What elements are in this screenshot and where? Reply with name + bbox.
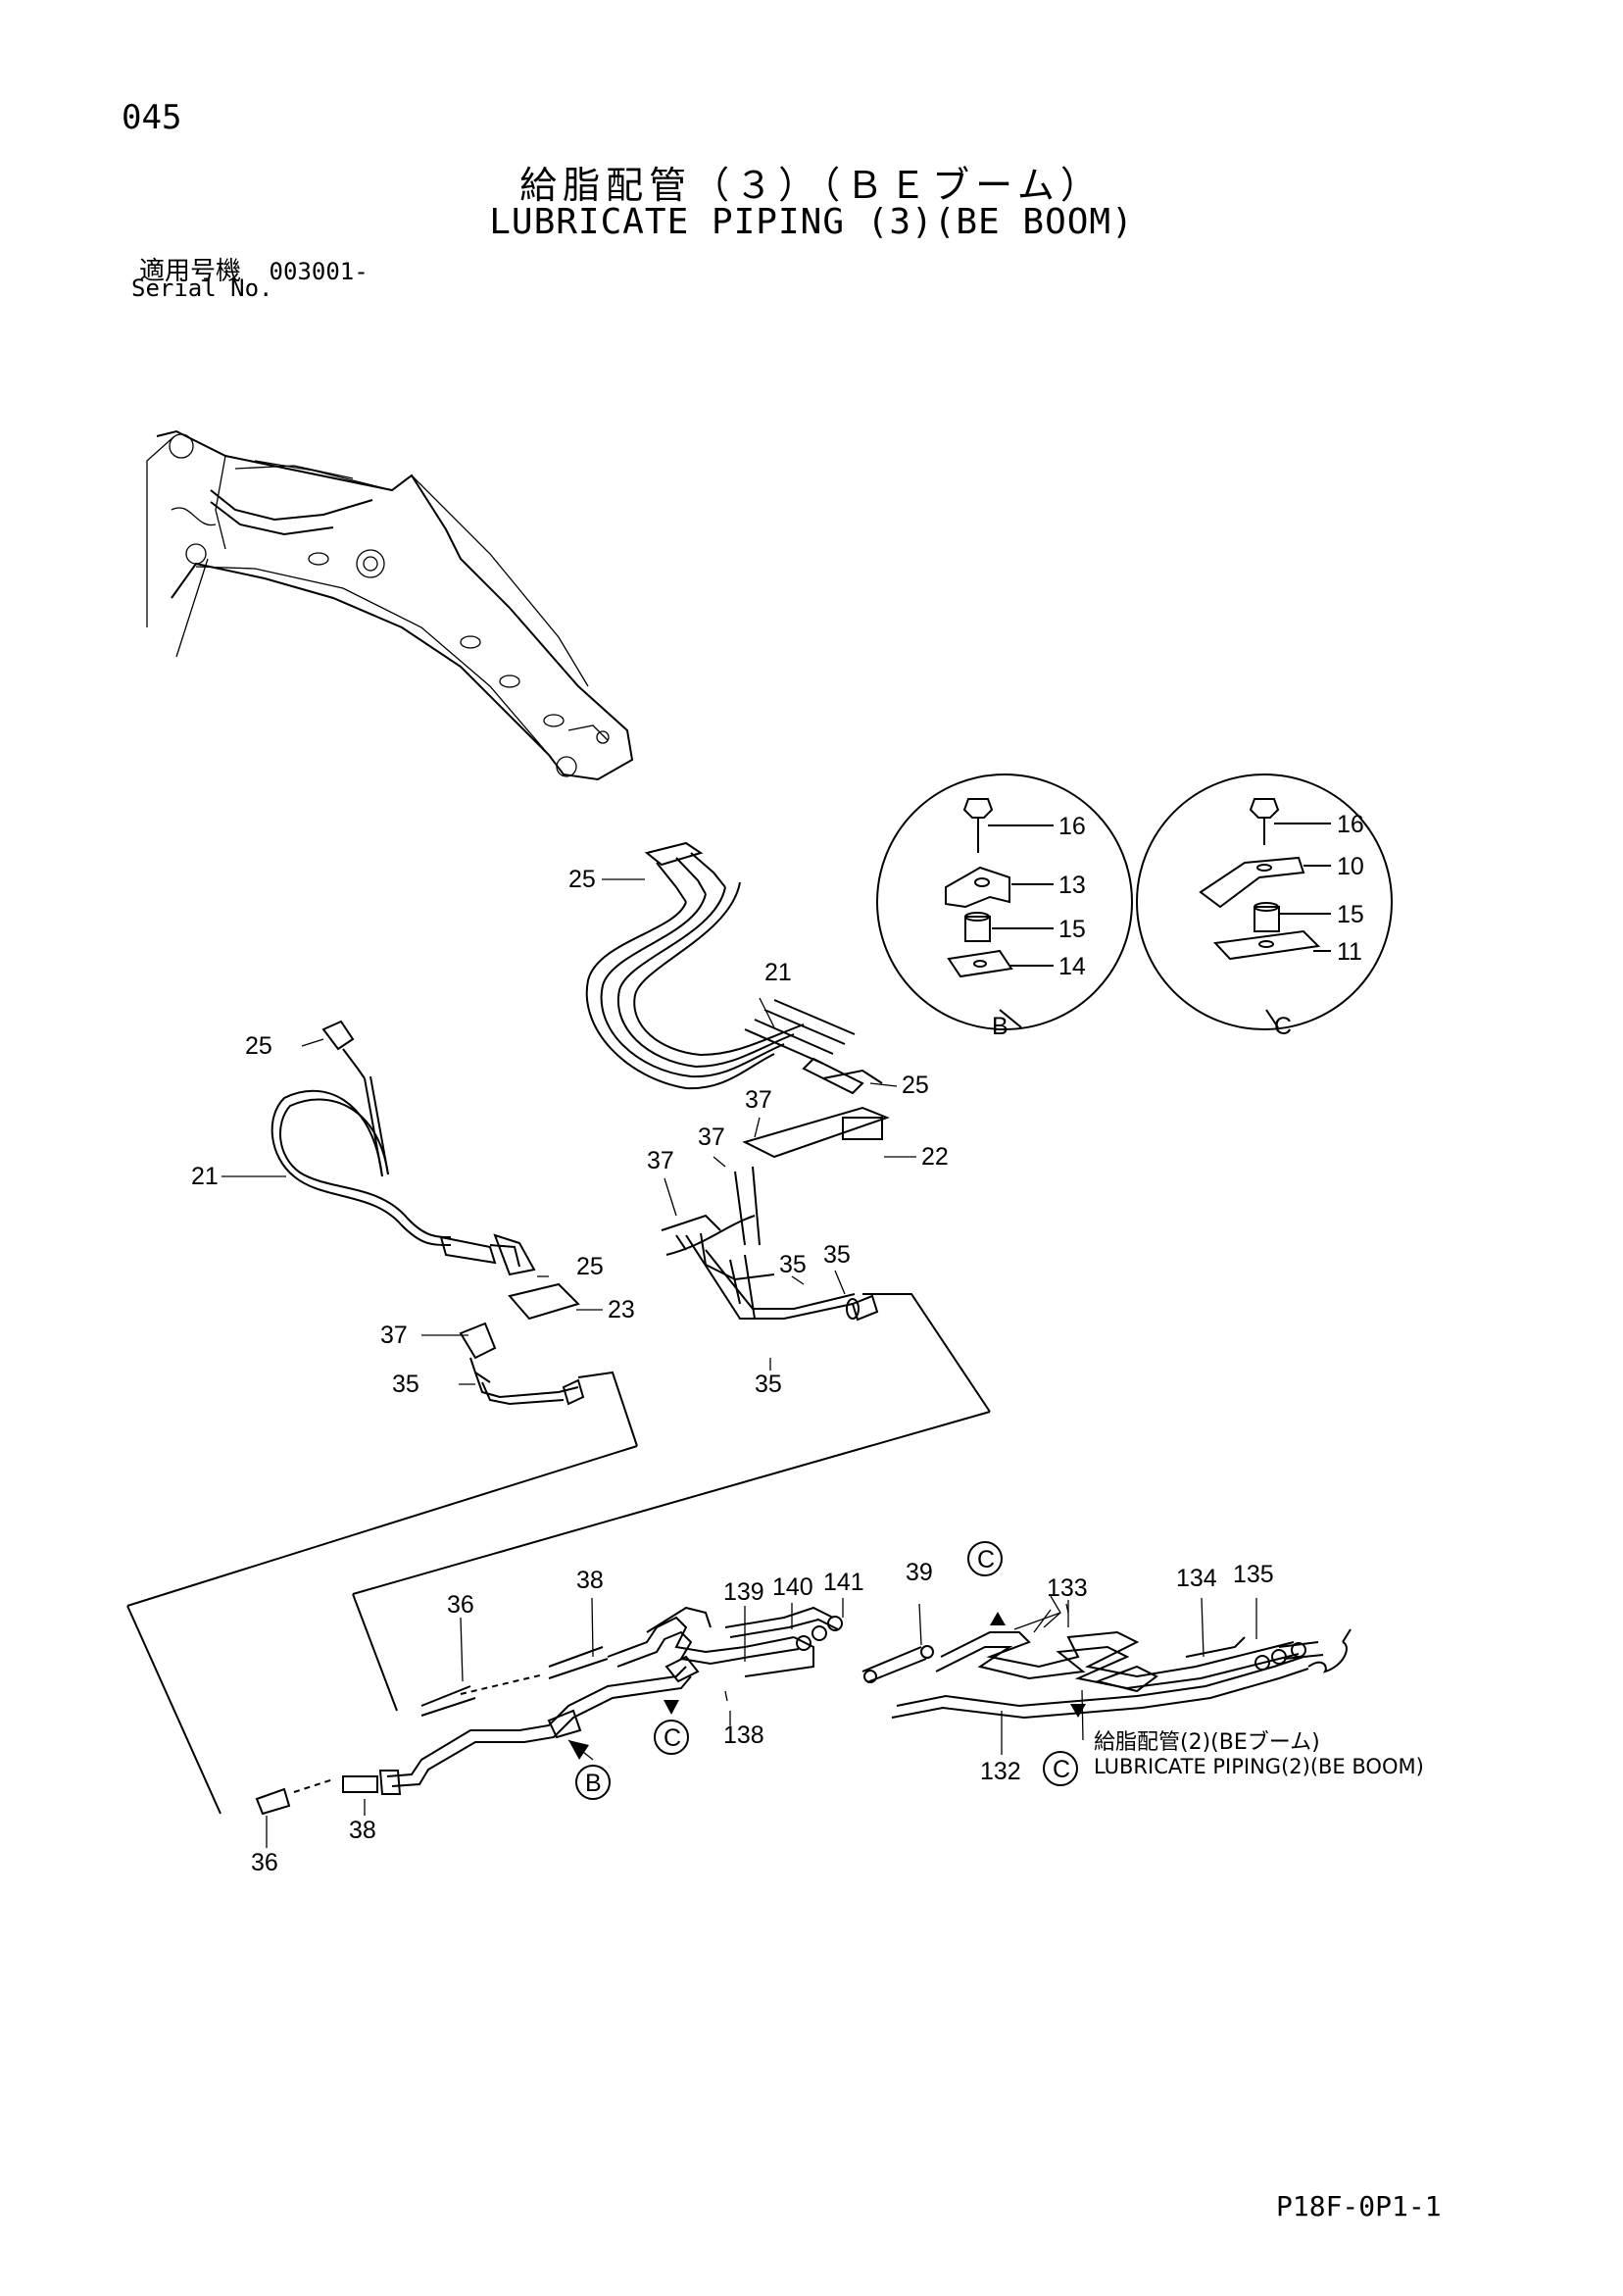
callout-25: 25: [568, 866, 596, 893]
detail-c: 16 10 15 11 C: [1136, 774, 1393, 1040]
callout-22: 22: [921, 1143, 949, 1171]
serial-label-jp: 適用号機: [139, 257, 242, 286]
callout-36: 36: [447, 1591, 474, 1619]
boom-overview-drawing: [146, 429, 634, 781]
callout-133: 133: [1047, 1574, 1088, 1602]
callout-b-14: 14: [1058, 953, 1086, 980]
callout-b-13: 13: [1058, 872, 1086, 899]
detail-b-marker: B: [992, 1013, 1008, 1040]
callout-36: 36: [251, 1849, 278, 1876]
callout-141: 141: [823, 1569, 864, 1596]
serial-row: 適用号機 003001-: [139, 251, 369, 287]
callout-35: 35: [779, 1251, 807, 1278]
callout-37: 37: [698, 1123, 725, 1151]
callout-35: 35: [755, 1371, 782, 1398]
detail-c-marker: C: [1274, 1013, 1292, 1040]
marker-c: C: [664, 1724, 681, 1752]
callout-134: 134: [1176, 1565, 1217, 1592]
title-english: LUBRICATE PIPING (3)(BE BOOM): [489, 202, 1134, 242]
callout-b-15: 15: [1058, 916, 1086, 943]
callout-35: 35: [823, 1241, 851, 1269]
callout-25: 25: [576, 1253, 604, 1280]
serial-value: 003001-: [269, 258, 369, 285]
left-hose-assembly: [270, 1020, 638, 1447]
callouts: 25 21 25 37 37 22 37 35 35 35 25 21 25 2…: [191, 866, 1274, 1876]
leader-lines: [221, 878, 1257, 1848]
callout-37: 37: [745, 1086, 772, 1114]
marker-c: C: [977, 1546, 995, 1573]
title-japanese: 給脂配管（３）（ＢＥブーム）: [519, 164, 1104, 207]
callout-37: 37: [647, 1147, 674, 1174]
serial-label-en: Serial No.: [131, 275, 273, 302]
callout-35: 35: [392, 1371, 419, 1398]
callout-139: 139: [723, 1578, 764, 1606]
callout-23: 23: [608, 1296, 635, 1323]
figure-code: P18F-0P1-1: [1276, 2190, 1442, 2222]
callout-38: 38: [576, 1567, 604, 1594]
callout-138: 138: [723, 1722, 764, 1749]
page-number: 045: [122, 98, 182, 137]
bottom-piping-left: [255, 1606, 843, 1816]
callout-37: 37: [380, 1322, 408, 1349]
callout-25: 25: [902, 1072, 929, 1099]
callout-135: 135: [1233, 1561, 1274, 1588]
reference-title-en: LUBRICATE PIPING(2)(BE BOOM): [1094, 1755, 1424, 1778]
callout-132: 132: [980, 1758, 1021, 1785]
bottom-piping-right: [861, 1628, 1352, 1720]
callout-38: 38: [349, 1817, 376, 1844]
callout-c-10: 10: [1337, 853, 1364, 880]
hose-bundle-assembly: [585, 841, 991, 1413]
callout-21: 21: [764, 959, 792, 986]
callout-140: 140: [772, 1573, 813, 1601]
callout-39: 39: [906, 1559, 933, 1586]
callout-25: 25: [245, 1032, 272, 1060]
callout-b-16: 16: [1058, 813, 1086, 840]
callout-21: 21: [191, 1163, 219, 1190]
callout-c-11: 11: [1337, 938, 1362, 966]
connection-outline: [126, 1411, 991, 1815]
reference-title-jp: 給脂配管(2)(BEブーム): [1094, 1730, 1320, 1755]
callout-c-16: 16: [1337, 811, 1364, 838]
callout-c-15: 15: [1337, 901, 1364, 928]
detail-b: 16 13 15 14 B: [876, 774, 1133, 1040]
marker-b: B: [585, 1770, 602, 1797]
marker-c: C: [1053, 1756, 1070, 1783]
